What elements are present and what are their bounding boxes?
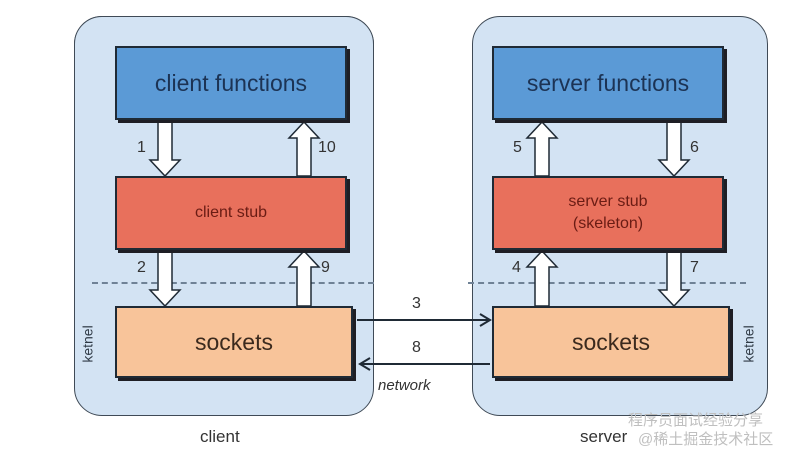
step-6-label: 6 — [690, 139, 699, 156]
client-functions-label: client functions — [154, 69, 308, 96]
server-sockets-label: sockets — [572, 328, 650, 355]
watermark-line1: 程序员面试经验分享 — [628, 412, 764, 429]
server-stub-label-line1: server stub — [568, 193, 648, 210]
client-sockets-label: sockets — [195, 328, 273, 355]
step-8-label: 8 — [412, 339, 421, 356]
step-1-label: 1 — [137, 139, 146, 156]
arrow-step-3-head — [479, 313, 492, 327]
step-5-label: 5 — [513, 139, 522, 156]
arrow-step-9 — [287, 249, 321, 307]
server-functions-box: server functions — [492, 46, 724, 120]
step-2-label: 2 — [137, 259, 146, 276]
step-7-label: 7 — [690, 259, 699, 276]
server-functions-label: server functions — [526, 69, 690, 96]
watermark-line2: @稀土掘金技术社区 — [638, 431, 774, 448]
server-stub-label-line2: (skeleton) — [572, 215, 644, 232]
step-4-label: 4 — [512, 259, 521, 276]
arrow-step-2 — [148, 250, 182, 308]
arrow-step-8-head — [358, 357, 371, 371]
server-kernel-label: ketnel — [740, 325, 757, 363]
client-sockets-box: sockets — [115, 306, 353, 378]
server-sockets-box: sockets — [492, 306, 730, 378]
client-kernel-label: ketnel — [79, 325, 96, 363]
server-caption: server — [580, 427, 628, 446]
arrow-step-6 — [657, 121, 691, 178]
client-functions-box: client functions — [115, 46, 347, 120]
server-kernel-boundary — [468, 282, 746, 284]
client-caption: client — [200, 427, 240, 446]
arrow-step-10 — [287, 120, 321, 177]
step-10-label: 10 — [318, 139, 336, 156]
arrow-step-5 — [525, 120, 559, 177]
step-3-label: 3 — [412, 295, 421, 312]
arrow-step-4 — [525, 249, 559, 307]
server-stub-box: server stub (skeleton) — [492, 176, 724, 250]
arrow-step-7 — [657, 250, 691, 308]
client-stub-label: client stub — [194, 204, 268, 221]
network-label: network — [378, 377, 431, 394]
arrow-step-1 — [148, 121, 182, 178]
client-stub-box: client stub — [115, 176, 347, 250]
step-9-label: 9 — [321, 259, 330, 276]
client-kernel-boundary — [92, 282, 374, 284]
